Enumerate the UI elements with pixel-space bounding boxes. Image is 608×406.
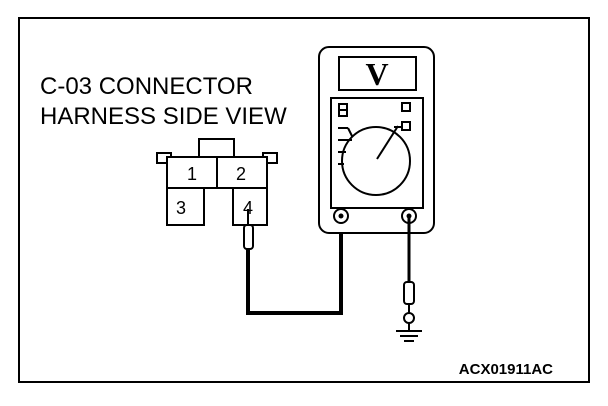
- title-line-1: C-03 CONNECTOR: [40, 73, 253, 100]
- connector-lock-tab: [198, 138, 235, 159]
- pin-label-4: 4: [243, 198, 253, 218]
- title-line-2: HARNESS SIDE VIEW: [40, 103, 287, 130]
- connector-pin-3-cavity: [166, 187, 205, 226]
- connector-c03: [156, 138, 278, 226]
- pin-label-2: 2: [236, 164, 246, 184]
- voltmeter-display: [338, 56, 417, 91]
- dial-pointer: [376, 125, 399, 160]
- range-selector-dial: [341, 126, 411, 196]
- indicator-top-right: [401, 102, 411, 112]
- voltmeter-display-unit: V: [365, 56, 388, 92]
- ground-probe-body: [403, 281, 415, 305]
- figure-code: ACX01911AC: [459, 361, 553, 378]
- test-lead-positive: [246, 216, 343, 315]
- pin-label-3: 3: [176, 198, 186, 218]
- indicator-right: [401, 121, 411, 131]
- pin-label-1: 1: [187, 164, 197, 184]
- probe-body-pin4: [243, 224, 254, 250]
- figure-frame: [18, 17, 590, 383]
- ground-icon: [396, 330, 422, 342]
- connector-pin-4-cavity: [232, 187, 268, 226]
- voltmeter: [318, 46, 435, 234]
- ground-clip: [403, 312, 415, 324]
